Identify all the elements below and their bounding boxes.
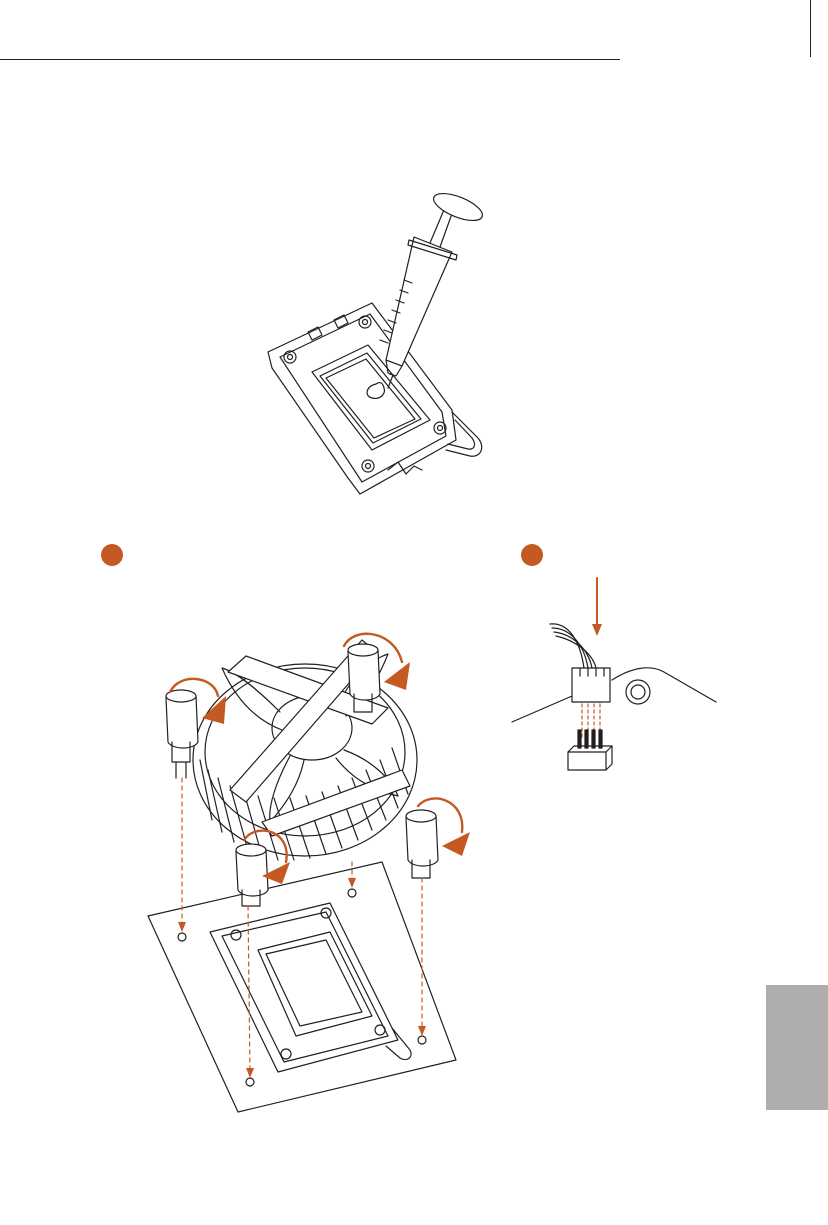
syringe-icon <box>268 188 486 494</box>
push-pin-bottom <box>236 844 268 906</box>
cpu-cooler-icon <box>148 634 470 1112</box>
push-pin-right <box>406 810 438 878</box>
fan-header-icon <box>512 578 716 770</box>
